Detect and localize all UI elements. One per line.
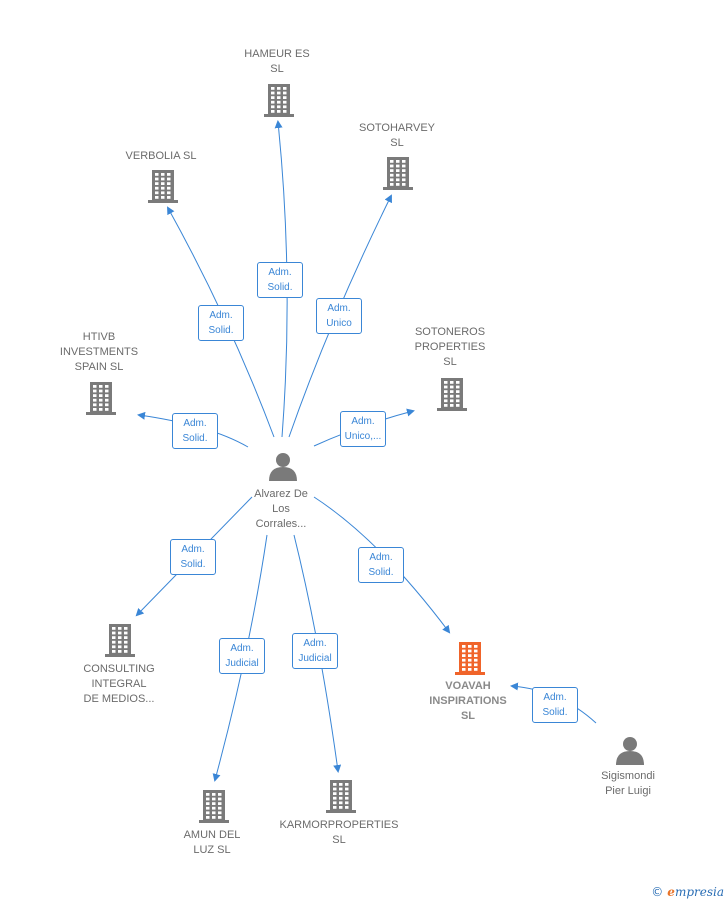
brand-initial: e [667,885,675,899]
person-icon-sigismondi[interactable] [616,737,644,765]
node-label-karmor[interactable]: KARMORPROPERTIES SL [279,819,399,846]
node-label-hameur[interactable]: HAMEUR ES SL [244,48,310,75]
building-icon-karmor[interactable] [326,780,356,813]
building-icon-htivb[interactable] [86,382,116,415]
copyright-icon: © [651,885,664,899]
edge-label-alvarez-to-karmor[interactable]: Adm. Judicial [292,633,338,669]
edge-label-alvarez-to-amun[interactable]: Adm. Judicial [219,638,265,674]
building-icon-hameur[interactable] [264,84,294,117]
edge-label-alvarez-to-consulting[interactable]: Adm. Solid. [170,539,216,575]
node-label-amun[interactable]: AMUN DEL LUZ SL [183,829,241,856]
empresia-watermark: ©empresia [651,885,724,899]
node-label-sigismondi[interactable]: Sigismondi Pier Luigi [601,770,655,797]
node-label-alvarez[interactable]: Alvarez De Los Corrales... [254,488,308,530]
node-label-consulting[interactable]: CONSULTING INTEGRAL DE MEDIOS... [83,663,155,705]
building-icon-sotoharvey[interactable] [383,157,413,190]
edge-label-alvarez-to-sotoneros[interactable]: Adm. Unico,... [340,411,386,447]
edge-label-alvarez-to-voavah[interactable]: Adm. Solid. [358,547,404,583]
edge-label-alvarez-to-sotoharvey[interactable]: Adm. Unico [316,298,362,334]
node-label-htivb[interactable]: HTIVB INVESTMENTS SPAIN SL [59,331,139,373]
person-icon-alvarez[interactable] [269,453,297,481]
building-icon-voavah[interactable] [455,642,485,675]
building-icon-amun[interactable] [199,790,229,823]
node-label-sotoneros[interactable]: SOTONEROS PROPERTIES SL [414,326,486,368]
node-label-sotoharvey[interactable]: SOTOHARVEY SL [358,122,436,149]
brand-name: mpresia [674,885,724,899]
building-icon-verbolia[interactable] [148,170,178,203]
building-icon-sotoneros[interactable] [437,378,467,411]
node-label-verbolia[interactable]: VERBOLIA SL [125,150,197,162]
node-label-voavah[interactable]: VOAVAH INSPIRATIONS SL [429,680,507,722]
edge-label-alvarez-to-htivb[interactable]: Adm. Solid. [172,413,218,449]
building-icon-consulting[interactable] [105,624,135,657]
edge-label-alvarez-to-verbolia[interactable]: Adm. Solid. [198,305,244,341]
edge-label-sigismondi-to-voavah[interactable]: Adm. Solid. [532,687,578,723]
edge-label-alvarez-to-hameur[interactable]: Adm. Solid. [257,262,303,298]
